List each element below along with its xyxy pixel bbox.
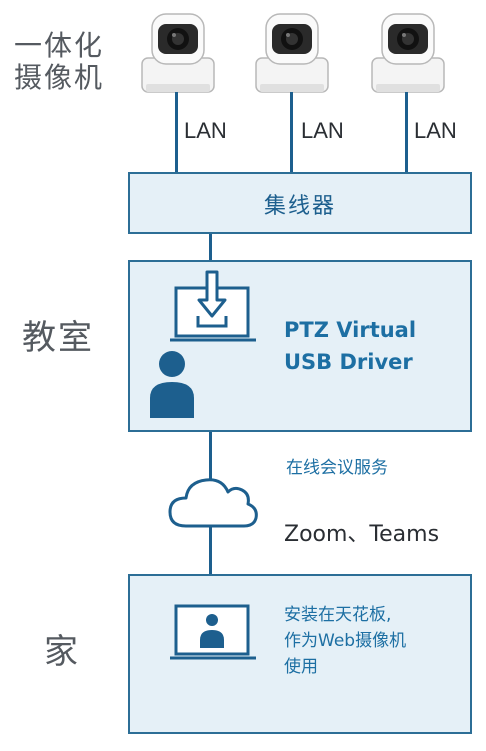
- driver-label-line2: USB Driver: [284, 350, 413, 374]
- laptop-user-icon: [170, 604, 256, 660]
- classroom-panel: PTZ Virtual USB Driver: [128, 260, 472, 432]
- lan-line: [290, 92, 293, 172]
- home-panel: 安装在天花板, 作为Web摄像机 使用: [128, 574, 472, 734]
- laptop-download-icon: [170, 270, 256, 342]
- lan-line: [175, 92, 178, 172]
- online-service-label: 在线会议服务: [286, 458, 388, 478]
- home-label: 家: [44, 632, 80, 672]
- home-description-line1: 安装在天花板,: [284, 605, 392, 625]
- lan-label: LAN: [301, 118, 344, 143]
- camera-group-label-line1: 一体化: [14, 29, 105, 62]
- ptz-camera-icon: [371, 13, 445, 93]
- lan-label: LAN: [184, 118, 227, 143]
- person-icon: [150, 351, 194, 418]
- hub-box: 集线器: [128, 172, 472, 234]
- connector-line: [209, 234, 212, 260]
- classroom-label: 教室: [22, 318, 94, 358]
- home-description-line2: 作为Web摄像机: [284, 631, 407, 651]
- driver-label-line1: PTZ Virtual: [284, 318, 417, 342]
- lan-label: LAN: [414, 118, 457, 143]
- lan-line: [405, 92, 408, 172]
- ptz-camera-icon: [141, 13, 215, 93]
- camera-group-label: 一体化 摄像机: [14, 30, 104, 94]
- home-description: 安装在天花板, 作为Web摄像机 使用: [284, 602, 406, 680]
- cloud-icon: [168, 478, 258, 528]
- driver-label: PTZ Virtual USB Driver: [284, 314, 416, 378]
- ptz-camera-icon: [255, 13, 329, 93]
- home-description-line3: 使用: [284, 657, 318, 677]
- hub-label: 集线器: [263, 194, 336, 219]
- meeting-apps-label: Zoom、Teams: [284, 522, 440, 547]
- camera-group-label-line2: 摄像机: [14, 61, 105, 94]
